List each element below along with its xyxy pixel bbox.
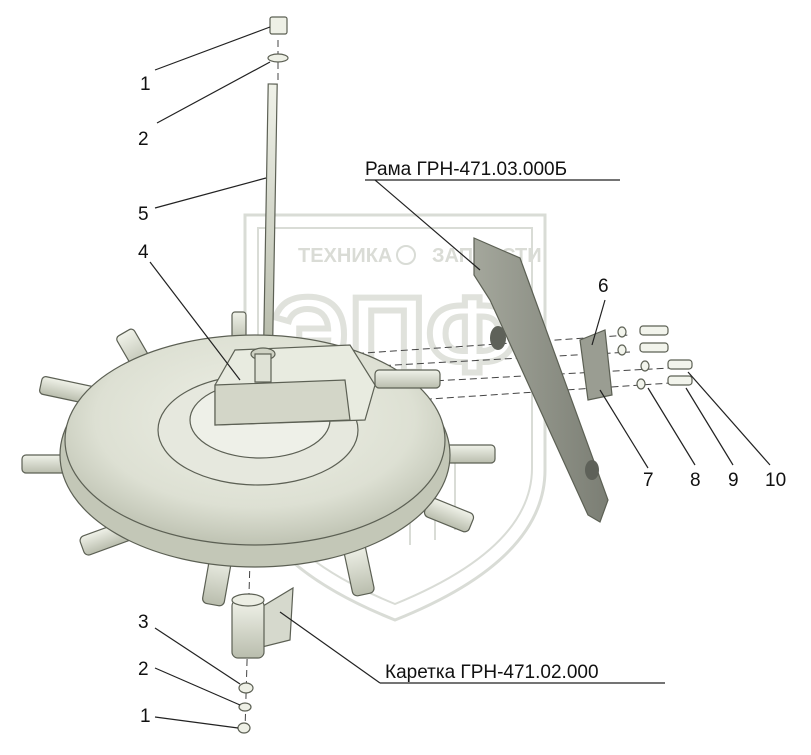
- bolt: [667, 375, 693, 386]
- frame-plate-body: [473, 237, 609, 523]
- callout-6: 6: [598, 276, 609, 297]
- leader-9: [685, 387, 734, 466]
- callout-3: 3: [138, 612, 149, 633]
- leader-2-bottom: [154, 667, 241, 706]
- gear-icon: [396, 245, 416, 265]
- frame-plate-hole: [490, 326, 506, 350]
- bolt: [667, 359, 693, 370]
- leader-1-top: [154, 26, 271, 71]
- leader-lines: [149, 26, 771, 729]
- callout-5: 5: [138, 204, 149, 225]
- carriage-assembly-title: Каретка ГРН-471.02.000: [385, 662, 599, 683]
- callout-2-top: 2: [138, 129, 149, 150]
- washer: [636, 378, 646, 390]
- leader-1-bottom: [154, 716, 239, 729]
- leader-frame: [374, 179, 481, 271]
- bottom-washer-2: [238, 702, 252, 712]
- callout-10: 10: [765, 470, 786, 491]
- callout-7: 7: [643, 470, 654, 491]
- frame-assembly-title: Рама ГРН-471.03.000Б: [365, 159, 567, 180]
- carriage-body: [231, 599, 265, 659]
- bracket-shaft: [374, 369, 441, 389]
- callouts: 1 2 5 4 6 7 8 9 10 3 2 1: [138, 74, 786, 727]
- carriage-top: [231, 593, 265, 607]
- right-fasteners: [579, 325, 693, 401]
- callout-4: 4: [138, 242, 149, 263]
- clamp-plate: [579, 329, 613, 401]
- callout-2-bottom: 2: [138, 659, 149, 680]
- washer: [617, 326, 627, 338]
- top-nut: [269, 16, 288, 35]
- watermark-text-left: ТЕХНИКА: [298, 245, 392, 267]
- carriage: [231, 586, 294, 659]
- top-fasteners: [267, 16, 289, 63]
- leader-8: [647, 387, 696, 466]
- leader-10: [687, 371, 771, 466]
- leader-2-top: [156, 61, 271, 124]
- leader-3: [154, 627, 241, 685]
- callout-8: 8: [690, 470, 701, 491]
- bolt: [639, 342, 669, 353]
- callout-1-top: 1: [140, 74, 151, 95]
- leader-6: [591, 299, 606, 346]
- callout-9: 9: [728, 470, 739, 491]
- bottom-nut-1: [237, 722, 251, 734]
- leader-7: [599, 389, 649, 469]
- bolt-axis-1: [334, 334, 631, 356]
- washer: [640, 360, 650, 372]
- bottom-axis-dash: [244, 559, 251, 731]
- bottom-fasteners: [237, 682, 254, 734]
- leader-5: [154, 177, 267, 209]
- bracket-face: [214, 379, 351, 426]
- bottom-nut-3: [238, 682, 254, 694]
- rotor: [21, 311, 496, 607]
- callout-1-bottom: 1: [140, 706, 151, 727]
- leader-carriage: [279, 611, 381, 684]
- frame-plate: [473, 237, 609, 523]
- bracket-socket: [254, 353, 272, 383]
- washer: [617, 344, 627, 356]
- bolt: [639, 325, 669, 336]
- leader-4: [149, 261, 241, 381]
- top-washer: [267, 53, 289, 63]
- bolt-axis-4: [369, 381, 687, 404]
- frame-plate-hole: [585, 460, 599, 480]
